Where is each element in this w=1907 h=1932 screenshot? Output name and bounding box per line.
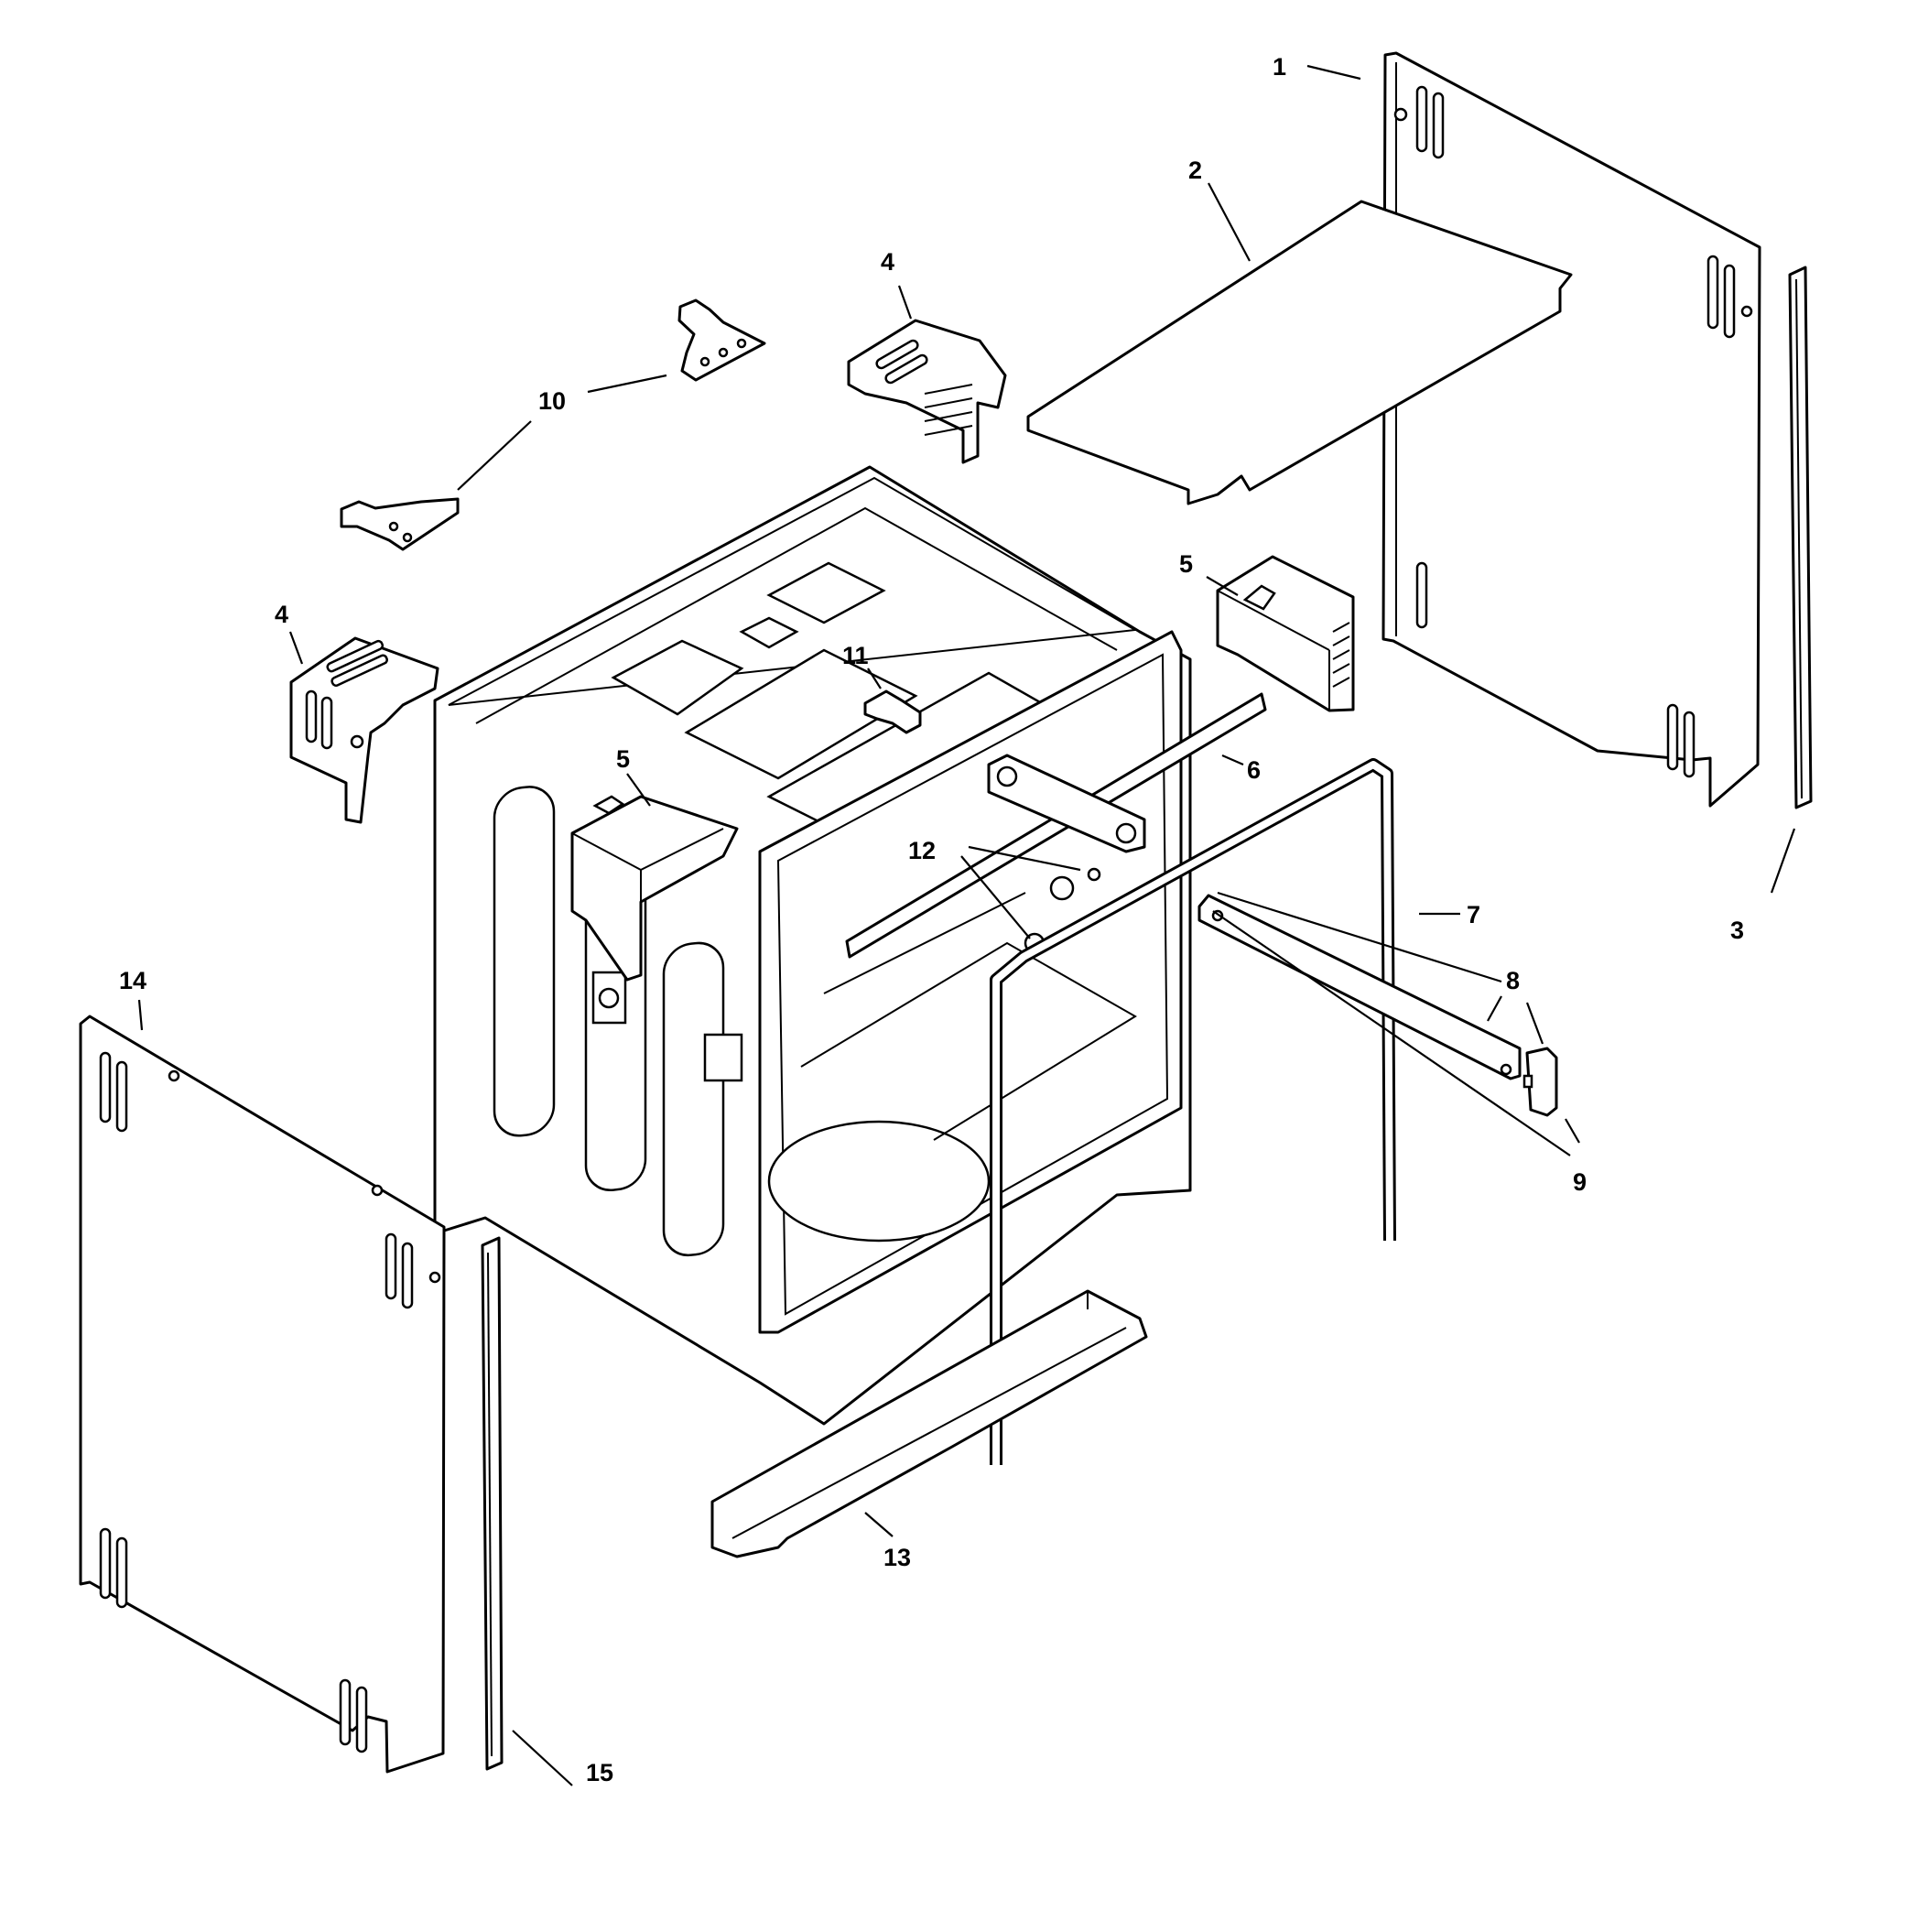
callout-11: 11 <box>842 642 869 669</box>
callout-13: 13 <box>883 1544 911 1571</box>
callout-15: 15 <box>586 1759 613 1786</box>
callout-4b: 4 <box>275 601 288 628</box>
callout-labels: 1 2 3 4 4 5 5 6 7 8 9 10 11 12 13 14 15 <box>119 53 1744 1786</box>
part-right-trim-strip <box>1788 266 1813 809</box>
part-bracket-plate <box>987 754 1146 954</box>
part-top-board <box>1026 200 1573 505</box>
callout-4a: 4 <box>881 248 894 276</box>
callout-10: 10 <box>538 387 566 415</box>
part-kick-rail <box>710 1289 1148 1558</box>
part-left-trim-strip <box>481 1236 504 1771</box>
callout-8: 8 <box>1506 967 1520 994</box>
part-bracket-left <box>289 636 439 824</box>
part-clip <box>863 689 922 734</box>
callout-3: 3 <box>1730 917 1744 944</box>
part-right-side-panel <box>1381 51 1761 808</box>
callout-5a: 5 <box>1179 550 1193 578</box>
leader-lines <box>137 64 1796 1786</box>
part-duct-cover-front <box>570 795 739 982</box>
callout-5b: 5 <box>616 745 630 773</box>
callout-9: 9 <box>1573 1168 1587 1196</box>
callout-1: 1 <box>1273 53 1286 81</box>
part-side-rail <box>1197 894 1522 1080</box>
part-end-cap <box>1522 1047 1558 1117</box>
part-tub-assembly <box>433 465 1192 1426</box>
part-door-gasket <box>990 758 1396 1465</box>
callout-14: 14 <box>119 967 146 994</box>
part-mounting-brackets <box>340 298 766 551</box>
callout-2: 2 <box>1188 157 1202 184</box>
callout-7: 7 <box>1467 901 1480 928</box>
part-top-rail <box>845 692 1267 959</box>
part-bracket-upper <box>847 319 1007 464</box>
callout-6: 6 <box>1247 756 1261 784</box>
callout-12: 12 <box>908 837 936 864</box>
part-duct-cover-right <box>1216 555 1355 712</box>
part-left-side-panel <box>79 1015 446 1774</box>
